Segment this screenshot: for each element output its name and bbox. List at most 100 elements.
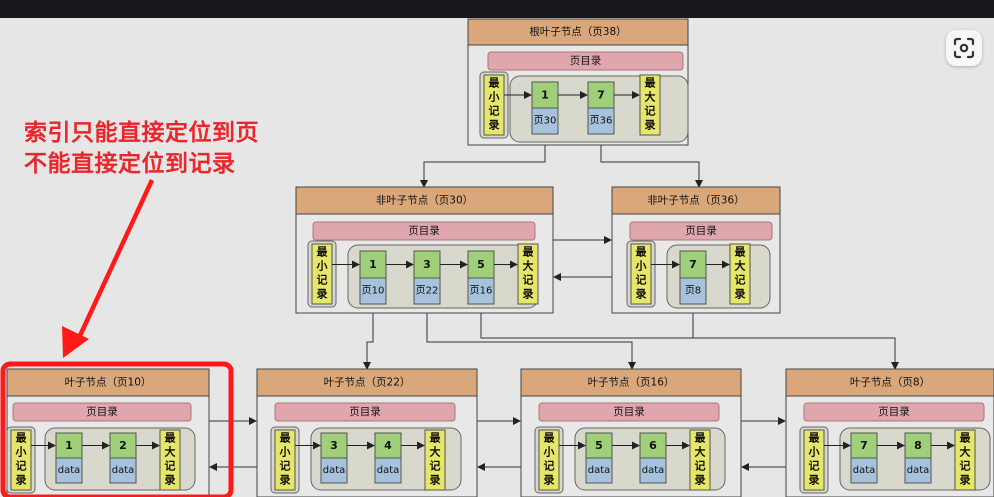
key-value: 8 bbox=[914, 439, 922, 452]
page-directory-label: 页目录 bbox=[349, 406, 381, 418]
scan-button[interactable] bbox=[946, 30, 982, 66]
key-cell bbox=[359, 250, 387, 279]
key-value: 5 bbox=[595, 439, 603, 452]
min-record-label-char: 最 bbox=[809, 432, 821, 445]
min-record-label-char: 小 bbox=[316, 259, 328, 273]
min-record-label-char: 最 bbox=[489, 77, 501, 90]
pointer-cell bbox=[55, 457, 83, 484]
pointer-value: data bbox=[642, 465, 665, 476]
key-value: 1 bbox=[541, 89, 549, 102]
key-cell bbox=[413, 250, 441, 279]
max-record-label-char: 大 bbox=[523, 259, 534, 273]
page-directory bbox=[487, 51, 684, 71]
page-directory-label: 页目录 bbox=[878, 406, 910, 418]
max-record-label-char: 录 bbox=[695, 474, 706, 487]
min-record-label-char: 录 bbox=[489, 119, 500, 132]
key-value: 6 bbox=[649, 439, 657, 452]
min-record-label-char: 录 bbox=[544, 474, 555, 487]
max-record-label-char: 最 bbox=[735, 246, 747, 259]
pointer-cell bbox=[531, 107, 559, 135]
tree-link-arrow bbox=[420, 134, 546, 188]
min-record-label-char: 记 bbox=[636, 274, 647, 287]
annotation-text: 索引只能直接定位到页 不能直接定位到记录 bbox=[24, 118, 259, 180]
pointer-value: data bbox=[323, 465, 346, 476]
min-record-label-char: 记 bbox=[809, 460, 820, 473]
pointer-cell bbox=[109, 457, 137, 484]
key-value: 2 bbox=[119, 439, 127, 452]
key-value: 4 bbox=[384, 439, 392, 452]
node-title-bar bbox=[785, 368, 994, 397]
min-record bbox=[10, 429, 32, 491]
max-record-label-char: 录 bbox=[960, 474, 971, 487]
pointer-value: data bbox=[907, 465, 930, 476]
pointer-value: data bbox=[58, 465, 81, 476]
max-record bbox=[517, 243, 539, 305]
tree-link-arrow bbox=[426, 304, 636, 370]
pointer-cell bbox=[904, 457, 932, 484]
page-directory bbox=[803, 402, 985, 422]
max-record-label-char: 记 bbox=[430, 460, 441, 473]
min-record-label-char: 记 bbox=[544, 460, 555, 473]
page-directory bbox=[629, 221, 773, 241]
key-value: 1 bbox=[65, 439, 73, 452]
max-record bbox=[954, 429, 976, 491]
highlight-frame bbox=[0, 361, 234, 497]
min-record-label-char: 小 bbox=[488, 90, 500, 104]
pointer-cell bbox=[413, 277, 441, 305]
max-record-label-char: 最 bbox=[165, 432, 177, 445]
min-record-label-char: 小 bbox=[15, 445, 27, 459]
pointer-value: data bbox=[377, 465, 400, 476]
page-directory-label: 页目录 bbox=[613, 406, 645, 418]
min-record-label-char: 记 bbox=[280, 460, 291, 473]
min-record-label-char: 小 bbox=[279, 445, 291, 459]
pointer-value: data bbox=[853, 465, 876, 476]
annotation-arrow-head bbox=[62, 326, 89, 358]
max-record-label-char: 大 bbox=[735, 259, 746, 273]
page-directory-label: 页目录 bbox=[408, 225, 440, 237]
max-record bbox=[424, 429, 446, 491]
min-record-label-char: 小 bbox=[808, 445, 820, 459]
key-value: 1 bbox=[369, 258, 377, 271]
min-record-label-char: 最 bbox=[544, 432, 556, 445]
max-record-label-char: 录 bbox=[430, 474, 441, 487]
max-record-label-char: 录 bbox=[165, 474, 176, 487]
annotation-line-1: 索引只能直接定位到页 bbox=[24, 120, 259, 146]
key-value: 7 bbox=[689, 258, 697, 271]
page-directory-label: 页目录 bbox=[86, 406, 118, 418]
max-record-label-char: 记 bbox=[165, 460, 176, 473]
key-value: 5 bbox=[477, 258, 485, 271]
tree-link-arrow bbox=[600, 134, 703, 188]
min-record bbox=[483, 74, 505, 136]
min-record-label-char: 录 bbox=[317, 288, 328, 301]
key-value: 3 bbox=[423, 258, 431, 271]
key-value: 7 bbox=[860, 439, 868, 452]
node-title: 根叶子节点（页38） bbox=[529, 25, 626, 38]
pointer-cell bbox=[467, 277, 495, 305]
max-record-label-char: 最 bbox=[430, 432, 442, 445]
pointer-value: 页30 bbox=[534, 115, 557, 127]
max-record-label-char: 记 bbox=[523, 274, 534, 287]
max-record-label-char: 记 bbox=[735, 274, 746, 287]
max-record bbox=[689, 429, 711, 491]
node-title-bar bbox=[6, 368, 210, 397]
node-title: 非叶子节点（页30） bbox=[376, 195, 473, 207]
key-cell bbox=[587, 81, 615, 109]
max-record-label-char: 记 bbox=[645, 105, 656, 118]
page-directory bbox=[538, 402, 720, 422]
page-directory bbox=[12, 402, 192, 422]
min-record-label-char: 录 bbox=[16, 474, 27, 487]
key-value: 3 bbox=[330, 439, 338, 452]
pointer-cell bbox=[639, 457, 667, 484]
max-record-label-char: 录 bbox=[523, 288, 534, 301]
page-directory bbox=[312, 221, 536, 241]
tree-link-line bbox=[692, 304, 895, 339]
node-title-bar bbox=[295, 186, 554, 215]
pointer-value: 页22 bbox=[416, 285, 439, 297]
annotation-arrow-shaft bbox=[75, 179, 155, 341]
pointer-cell bbox=[587, 107, 615, 135]
scan-icon bbox=[953, 37, 975, 59]
